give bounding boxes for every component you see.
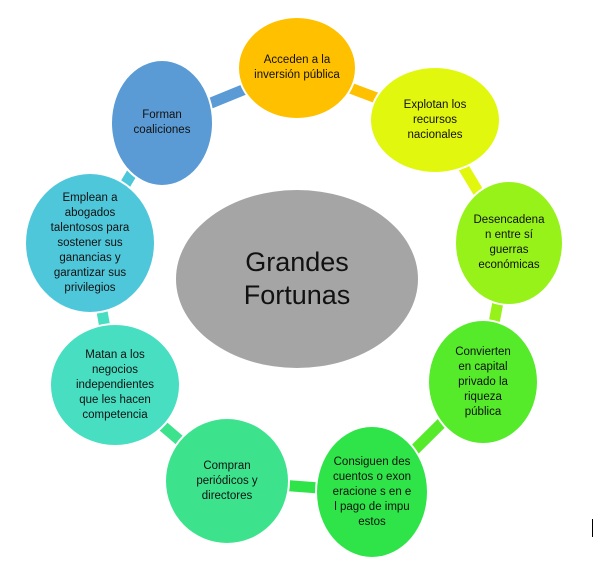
node-acceden: Acceden a la inversión pública — [237, 16, 357, 120]
node-explotan: Explotan los recursos nacionales — [369, 66, 501, 174]
center-label: Grandes Fortunas — [243, 247, 351, 310]
node-label: Convierten en capital privado la riqueza… — [455, 345, 511, 418]
node-label: Forman coaliciones — [133, 109, 191, 136]
node-desencadena: Desencadena n entre sí guerras económica… — [454, 180, 564, 306]
node-label: Explotan los recursos nacionales — [403, 98, 467, 141]
node-label: Acceden a la inversión pública — [254, 54, 340, 81]
node-label: Emplean a abogados talentosos para soste… — [50, 191, 130, 294]
node-forman: Forman coaliciones — [110, 59, 214, 187]
center-node-grandes-fortunas: Grandes Fortunas — [174, 188, 420, 370]
node-matan: Matan a los negocios independientes que … — [49, 323, 181, 447]
node-consiguen: Consiguen descuentos o exoneracione s en… — [315, 425, 429, 559]
node-emplean: Emplean a abogados talentosos para soste… — [24, 172, 156, 314]
node-convierten: Convierten en capital privado la riqueza… — [427, 319, 539, 445]
node-label: Compran periódicos y directores — [196, 459, 258, 502]
node-label: Matan a los negocios independientes que … — [75, 348, 154, 421]
text-cursor — [592, 519, 593, 537]
node-compran: Compran periódicos y directores — [164, 417, 290, 545]
node-label: Desencadena n entre sí guerras económica… — [473, 214, 545, 271]
node-label: Consiguen descuentos o exoneracione s en… — [332, 455, 412, 528]
